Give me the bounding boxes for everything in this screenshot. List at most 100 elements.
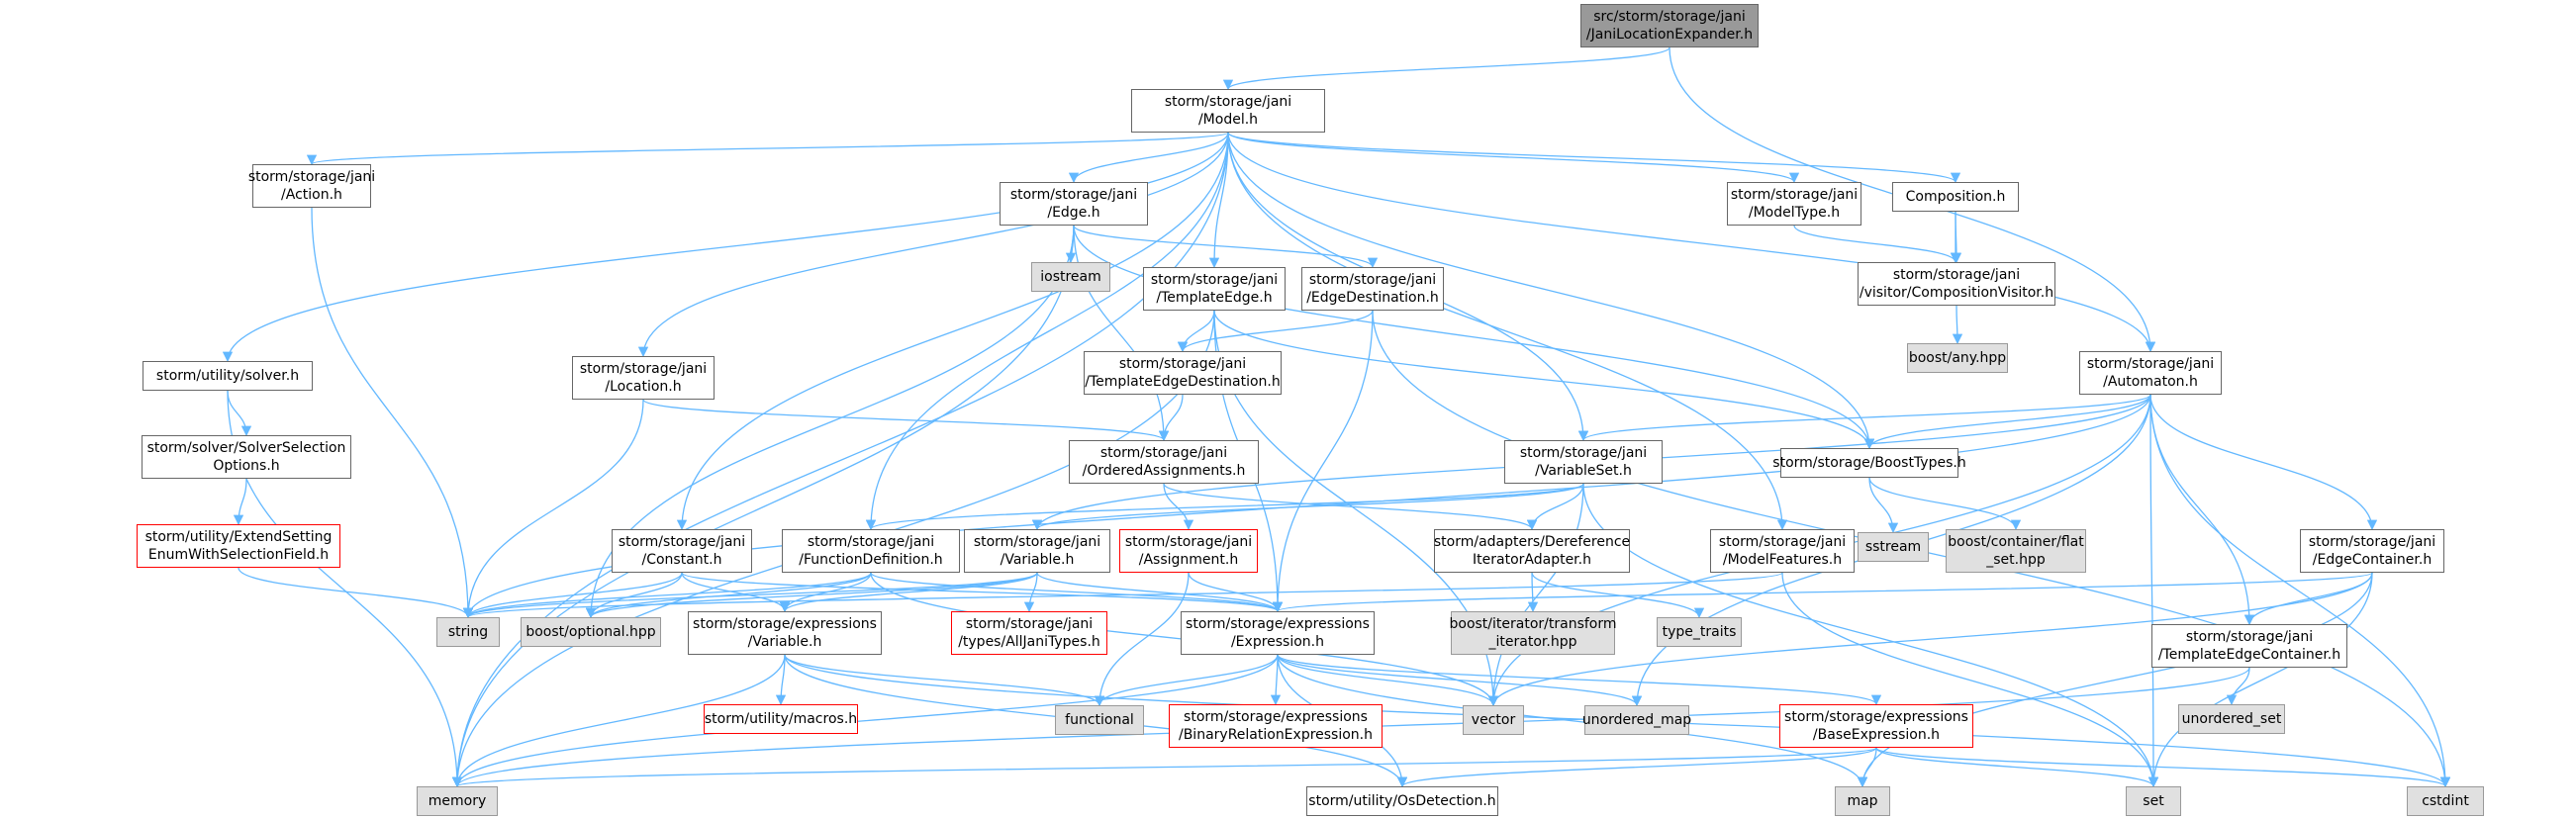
edge-variable-to-string [463,572,1038,619]
node-assignment[interactable]: storm/storage/jani/Assignment.h [1119,529,1258,573]
node-alljanitypes[interactable]: storm/storage/jani/types/AllJaniTypes.h [951,611,1107,655]
node-templateedgecont[interactable]: storm/storage/jani/TemplateEdgeContainer… [2151,624,2347,668]
node-variableset[interactable]: storm/storage/jani/VariableSet.h [1504,440,1663,484]
node-edge[interactable]: storm/storage/jani/Edge.h [1000,182,1148,226]
node-label-line: boost/optional.hpp [525,624,656,640]
edge-model-to-action [307,132,1229,166]
node-label-line: type_traits [1662,624,1737,640]
edge-exprvariable-to-macros [775,654,787,706]
node-solver[interactable]: storm/utility/solver.h [143,361,313,391]
edge-model-to-boosttypes [1227,132,1875,450]
node-label-line: storm/storage/jani [1124,534,1253,550]
edge-expression-to-vector [1277,654,1499,707]
node-label-line: boost/any.hpp [1908,350,2007,366]
edge-expression-to-unorderedmap [1277,654,1643,707]
node-label-line: memory [428,793,487,809]
edge-action-to-string [311,207,474,619]
node-variable[interactable]: storm/storage/jani/Variable.h [964,529,1110,573]
node-label-line: functional [1065,712,1134,728]
edge-automaton-to-edgecontainer [2149,394,2378,531]
node-label-line: storm/utility/solver.h [155,368,300,384]
node-label-line: Options.h [213,458,280,474]
edge-expression-to-binrel [1270,654,1282,706]
edge-boosttypes-to-sstream [1868,477,1899,534]
edge-edge-to-boosttypes [1073,225,1875,450]
edge-modeltype-to-ostream [1793,225,1961,264]
edge-edgecontainer-to-map [1857,572,2373,788]
node-typetraits: type_traits [1657,617,1742,647]
node-label-line: storm/utility/OsDetection.h [1308,793,1496,809]
node-label-line: storm/adapters/Dereference [1433,534,1631,550]
node-label-line: /TemplateEdgeDestination.h [1085,374,1281,390]
edge-edgecontainer-to-expression [1273,572,2373,613]
node-label-line: storm/storage/jani [1099,445,1228,461]
edge-model-to-composition [1227,132,1960,184]
node-osdetection[interactable]: storm/utility/OsDetection.h [1306,786,1498,816]
edge-orderedassign-to-assignment [1163,483,1194,531]
node-cstdint: cstdint [2407,786,2484,816]
node-label-line: /visitor/CompositionVisitor.h [1859,285,2054,301]
edge-expression-to-functional [1094,654,1279,707]
edge-expression-to-memory [451,654,1279,788]
node-label-line: storm/storage/jani [1118,356,1247,372]
node-action[interactable]: storm/storage/jani/Action.h [248,164,375,208]
node-label-line: storm/storage/jani [2086,356,2215,372]
edge-templateedgecont-to-unorderedset [2226,667,2250,706]
edge-variableset-to-funcdef [866,483,1584,531]
node-model[interactable]: storm/storage/jani/Model.h [1131,89,1325,133]
node-label-line: /Edge.h [1047,205,1100,221]
node-constant[interactable]: storm/storage/jani/Constant.h [612,529,752,573]
node-expression[interactable]: storm/storage/expressions/Expression.h [1181,611,1375,655]
node-modelfeatures[interactable]: storm/storage/jani/ModelFeatures.h [1710,529,1855,573]
node-label-line: vector [1471,712,1516,728]
node-label-line: /BaseExpression.h [1812,727,1941,743]
node-label-line: storm/storage/jani [1164,94,1292,110]
node-compvisitor[interactable]: storm/storage/jani/visitor/CompositionVi… [1858,262,2055,306]
node-label-line: set [2143,793,2164,809]
edge-variable-to-alljanitypes [1023,572,1038,613]
node-label-line: storm/utility/ExtendSetting [144,529,333,545]
node-label-line: EnumWithSelectionField.h [147,547,330,563]
node-label-line: storm/storage/jani [247,169,376,185]
node-composition[interactable]: Composition.h [1892,182,2019,212]
node-label-line: /Action.h [281,187,342,203]
node-functional: functional [1055,705,1144,735]
edge-exprvariable-to-memory [451,654,786,788]
node-label-line: storm/storage/jani [579,361,708,377]
node-exprvariable[interactable]: storm/storage/expressions/Variable.h [688,611,882,655]
node-label-line: cstdint [2422,793,2469,809]
node-edgedest[interactable]: storm/storage/jani/EdgeDestination.h [1301,267,1444,311]
node-modeltype[interactable]: storm/storage/jani/ModelType.h [1727,182,1861,226]
node-baseexpr[interactable]: storm/storage/expressions/BaseExpression… [1779,704,1973,748]
node-label-line: string [447,624,489,640]
edge-compvisitor-to-boostany [1952,305,1963,345]
node-label-line: /Model.h [1197,112,1259,128]
node-label-line: storm/storage/jani [1150,272,1279,288]
node-label-line: storm/utility/macros.h [704,711,858,727]
node-macros[interactable]: storm/utility/macros.h [704,704,858,734]
node-label-line: unordered_set [2181,711,2282,727]
node-templateedge[interactable]: storm/storage/jani/TemplateEdge.h [1143,267,1286,311]
node-label-line: storm/storage/jani [973,534,1101,550]
node-map: map [1835,786,1890,816]
node-boostany: boost/any.hpp [1907,343,2008,373]
node-label-line: _set.hpp [1986,552,2046,568]
node-boosttypes[interactable]: storm/storage/BoostTypes.h [1772,448,1966,478]
node-orderedassign[interactable]: storm/storage/jani/OrderedAssignments.h [1069,440,1259,484]
node-root: src/storm/storage/jani/JaniLocationExpan… [1580,4,1759,47]
node-funcdef[interactable]: storm/storage/jani/FunctionDefinition.h [782,529,960,573]
node-binrel[interactable]: storm/storage/expressions/BinaryRelation… [1169,704,1383,748]
node-automaton[interactable]: storm/storage/jani/Automaton.h [2079,351,2222,395]
node-edgecontainer[interactable]: storm/storage/jani/EdgeContainer.h [2300,529,2444,573]
node-label-line: iostream [1040,269,1101,285]
edge-variable-to-exprvariable [779,572,1038,613]
node-location[interactable]: storm/storage/jani/Location.h [572,356,715,400]
edge-edgecontainer-to-set [2147,572,2373,788]
edge-automaton-to-templateedgecont [2149,394,2255,626]
node-flatset: boost/container/flat_set.hpp [1946,529,2086,573]
node-templateedgedest[interactable]: storm/storage/jani/TemplateEdgeDestinati… [1084,351,1282,395]
edge-model-to-constant [676,132,1229,531]
